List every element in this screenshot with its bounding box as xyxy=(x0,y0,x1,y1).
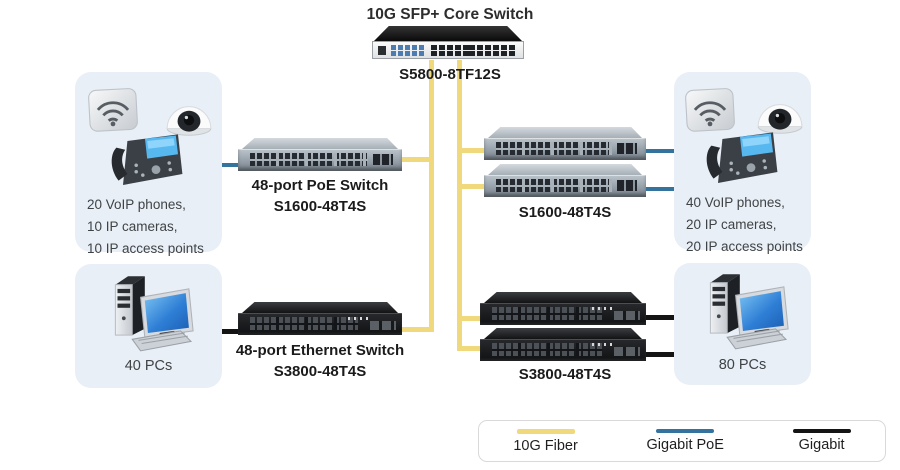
legend-item-gigabit-poe: Gigabit PoE xyxy=(647,429,724,453)
voip-phone-icon xyxy=(706,132,778,183)
s3800-bottom-chassis-top xyxy=(484,328,642,339)
core-switch-rj45-ports xyxy=(391,45,425,56)
ethernet-switch-sfp-ports xyxy=(370,321,396,330)
core-switch-logo xyxy=(378,46,386,55)
left-devices-count-line1: 20 VoIP phones, xyxy=(87,197,186,212)
ethernet-switch-leds xyxy=(348,317,368,320)
core-switch-chassis-top xyxy=(374,26,522,41)
legend-label-gigabit: Gigabit xyxy=(798,437,845,453)
wifi-ap-icon xyxy=(685,88,735,132)
s1600-top-sfp-ports xyxy=(617,143,637,154)
left-pcs-count-label: 40 PCs xyxy=(124,358,173,374)
ethernet-switch-image-left xyxy=(238,302,402,335)
ethernet-switch-front-panel xyxy=(238,313,402,335)
pc-icon xyxy=(114,276,194,352)
right-pcs-count-label: 80 PCs xyxy=(718,357,767,373)
s3800-pair-model: S3800-48T4S xyxy=(518,366,612,383)
device-box-left-pcs: 40 PCs xyxy=(75,264,222,388)
link-fiber-to-right-s3800-top xyxy=(460,316,484,321)
s3800-switch-image-bottom xyxy=(480,328,646,361)
poe-switch-ports xyxy=(250,153,368,166)
ip-camera-icon xyxy=(757,104,803,134)
link-fiber-to-right-s3800-bottom xyxy=(460,346,484,351)
link-poe-right-devices-top xyxy=(642,149,675,153)
legend: 10G Fiber Gigabit PoE Gigabit xyxy=(478,420,886,462)
s3800-top-ports xyxy=(492,307,602,320)
right-devices-count-line3: 20 IP access points xyxy=(686,239,803,254)
s1600-bottom-chassis-top xyxy=(488,164,642,175)
link-fiber-to-left-poe-switch xyxy=(398,157,431,162)
legend-label-gigabit-poe: Gigabit PoE xyxy=(646,437,724,453)
core-switch-sfp-ports-left xyxy=(431,45,469,56)
wifi-ap-icon xyxy=(88,88,138,132)
legend-label-10g-fiber: 10G Fiber xyxy=(513,437,578,454)
core-switch-image xyxy=(372,26,524,59)
s1600-top-chassis-top xyxy=(488,127,642,138)
ethernet-switch-name: 48-port Ethernet Switch xyxy=(235,342,405,359)
left-devices-count-line2: 10 IP cameras, xyxy=(87,219,178,234)
core-switch-title: 10G SFP+ Core Switch xyxy=(366,6,534,23)
s3800-top-sfp-ports xyxy=(614,311,640,320)
ip-camera-icon xyxy=(166,106,212,136)
core-switch-sfp-ports-right xyxy=(469,45,515,56)
right-devices-count-line1: 40 VoIP phones, xyxy=(686,195,785,210)
s3800-bottom-front-panel xyxy=(480,339,646,361)
right-devices-count-line2: 20 IP cameras, xyxy=(686,217,777,232)
link-gigabit-right-pcs-bottom xyxy=(644,352,675,357)
s1600-switch-image-bottom xyxy=(484,164,646,197)
poe-switch-name: 48-port PoE Switch xyxy=(251,177,389,194)
link-fiber-to-right-s1600-bottom xyxy=(460,184,488,189)
s1600-pair-model: S1600-48T4S xyxy=(518,204,612,221)
voip-phone-icon xyxy=(111,134,183,185)
s1600-bottom-ports xyxy=(496,179,612,192)
s1600-top-front-panel xyxy=(484,138,646,160)
ethernet-switch-ports xyxy=(250,317,358,330)
link-fiber-core-left-trunk xyxy=(429,60,434,332)
link-fiber-to-left-ethernet-switch xyxy=(401,327,431,332)
legend-item-gigabit: Gigabit xyxy=(792,429,851,453)
poe-switch-chassis-top xyxy=(242,138,398,149)
core-switch-model: S5800-8TF12S xyxy=(399,66,501,83)
link-poe-right-devices-bottom xyxy=(642,187,675,191)
legend-swatch-10g-fiber xyxy=(516,428,575,434)
core-switch-front-panel xyxy=(372,41,524,59)
poe-switch-sfp-ports xyxy=(373,154,393,165)
s1600-bottom-sfp-ports xyxy=(617,180,637,191)
legend-swatch-gigabit xyxy=(792,429,851,433)
s3800-top-chassis-top xyxy=(484,292,642,303)
legend-swatch-gigabit-poe xyxy=(656,429,715,433)
s3800-top-leds xyxy=(592,307,612,310)
pc-icon xyxy=(709,274,789,350)
s1600-top-ports xyxy=(496,142,612,155)
s3800-bottom-leds xyxy=(592,343,612,346)
s3800-bottom-sfp-ports xyxy=(614,347,640,356)
ethernet-switch-chassis-top xyxy=(242,302,398,313)
poe-switch-image-left xyxy=(238,138,402,171)
ethernet-switch-model: S3800-48T4S xyxy=(273,363,367,380)
s3800-top-front-panel xyxy=(480,303,646,325)
legend-item-10g-fiber: 10G Fiber xyxy=(513,428,578,454)
s3800-switch-image-top xyxy=(480,292,646,325)
device-box-right-endpoints: 40 VoIP phones, 20 IP cameras, 20 IP acc… xyxy=(674,72,811,254)
link-fiber-to-right-s1600-top xyxy=(460,148,488,153)
s3800-bottom-ports xyxy=(492,343,602,356)
link-fiber-core-right-trunk xyxy=(457,60,462,351)
s1600-bottom-front-panel xyxy=(484,175,646,197)
link-gigabit-right-pcs-top xyxy=(644,315,675,320)
poe-switch-model: S1600-48T4S xyxy=(273,198,367,215)
device-box-left-endpoints: 20 VoIP phones, 10 IP cameras, 10 IP acc… xyxy=(75,72,222,256)
s1600-switch-image-top xyxy=(484,127,646,160)
left-devices-count-line3: 10 IP access points xyxy=(87,241,204,256)
device-box-right-pcs: 80 PCs xyxy=(674,263,811,385)
poe-switch-front-panel xyxy=(238,149,402,171)
